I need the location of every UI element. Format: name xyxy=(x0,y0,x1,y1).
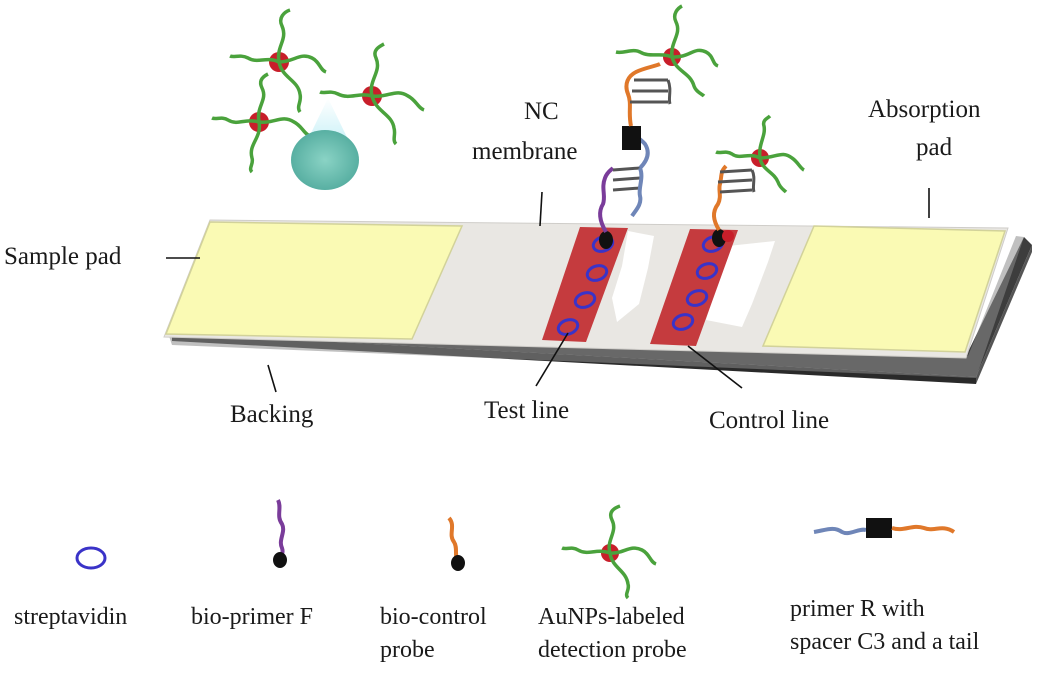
test-line-label: Test line xyxy=(484,397,570,424)
legend-bio-control-probe: bio-control probe xyxy=(380,601,487,667)
sample-drop-icon xyxy=(291,98,359,190)
legend-primer-r-line2: spacer C3 and a tail xyxy=(790,629,980,655)
bio-control-probe-icon xyxy=(447,516,465,571)
legend-icons xyxy=(75,499,956,600)
legend-primer-r-line1: primer R with xyxy=(790,596,925,622)
streptavidin-icon xyxy=(75,546,107,570)
membrane-highlight xyxy=(612,231,654,322)
absorption-pad xyxy=(761,225,1007,353)
legend-aunps-line1: AuNPs-labeled xyxy=(538,604,685,630)
control-line-label: Control line xyxy=(709,407,830,434)
sample-pad-label: Sample pad xyxy=(4,243,122,270)
absorption-pad-label: Absorption pad xyxy=(868,96,981,162)
gold-nanoparticle-probes xyxy=(211,8,425,174)
absorption-pad-label-line2: pad xyxy=(916,134,953,161)
legend-streptavidin-text: streptavidin xyxy=(14,604,128,630)
backing-label: Backing xyxy=(230,401,314,428)
nc-membrane-pointer xyxy=(539,191,543,227)
nc-membrane-label-line2: membrane xyxy=(472,138,578,165)
absorption-pad-label-line1: Absorption xyxy=(868,96,981,123)
control-line-band xyxy=(650,229,738,346)
legend-bio-primer-f-text: bio-primer F xyxy=(191,604,313,630)
streptavidin-rings-control xyxy=(671,235,725,331)
control-line-pointer xyxy=(687,345,743,389)
legend-streptavidin: streptavidin xyxy=(14,601,127,634)
legend-bio-primer-f: bio-primer F xyxy=(191,601,313,634)
backing-pointer xyxy=(267,364,277,393)
test-line-complex xyxy=(598,4,719,249)
legend-aunps-detection-probe: AuNPs-labeled detection probe xyxy=(538,601,687,667)
pointer-lines xyxy=(166,188,930,393)
legend-primer-r: primer R with spacer C3 and a tail xyxy=(790,593,979,659)
control-line-complex xyxy=(712,114,805,247)
sample-pad xyxy=(164,221,464,340)
aunps-detection-probe-icon xyxy=(561,504,657,600)
test-line-band xyxy=(542,227,628,342)
bio-primer-f-icon xyxy=(273,499,287,568)
legend-bio-control-line1: bio-control xyxy=(380,604,487,630)
legend-bio-control-line2: probe xyxy=(380,637,435,663)
primer-r-spacer-icon xyxy=(813,518,956,538)
nc-membrane-label-line1: NC xyxy=(524,98,559,125)
test-line-pointer xyxy=(535,332,569,387)
legend-aunps-line2: detection probe xyxy=(538,637,687,663)
